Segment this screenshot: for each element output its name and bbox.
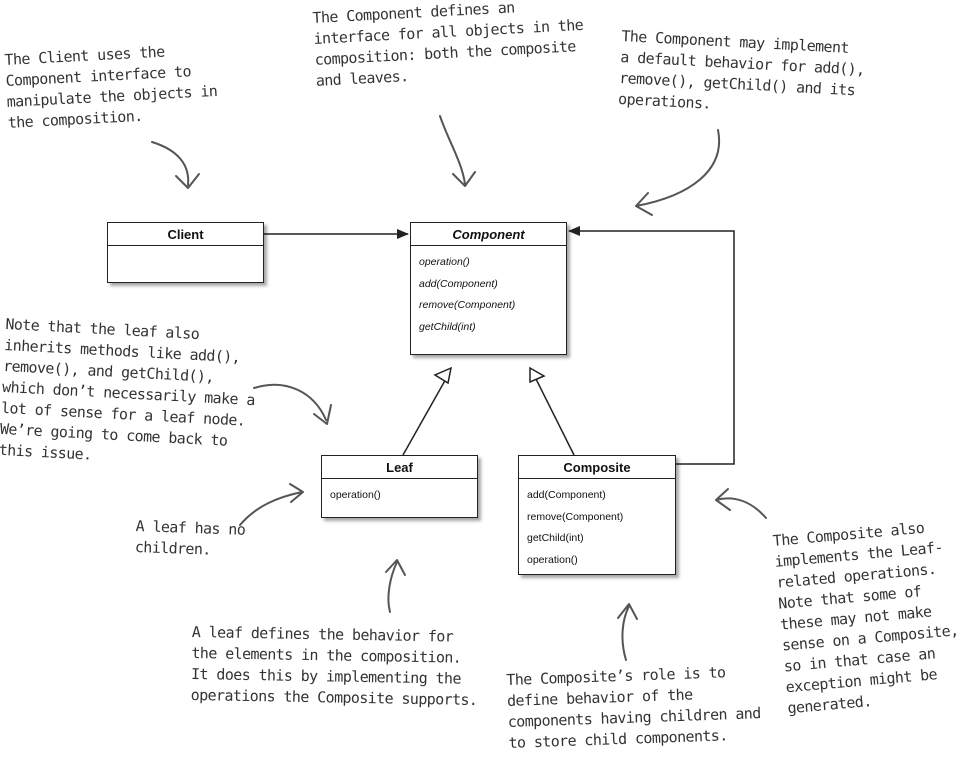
component-operation: remove(Component) xyxy=(419,299,516,311)
composite-operation: getChild(int) xyxy=(527,532,584,544)
leaf-children-note-arrow xyxy=(239,483,304,526)
leaf-class-name: Leaf xyxy=(322,456,477,479)
component-class-name: Component xyxy=(411,223,566,246)
leaf-generalization-triangle xyxy=(433,366,453,385)
client-note: The Client uses the Component interface … xyxy=(4,42,218,132)
composite-operation: operation() xyxy=(527,553,578,566)
component-operation: operation() xyxy=(419,256,470,268)
component-operation: add(Component) xyxy=(419,277,498,290)
composite-class-box: Composite add(Component) remove(Componen… xyxy=(518,455,676,575)
default-behavior-note: The Component may implement a default be… xyxy=(617,26,866,113)
composite-operations: add(Component) remove(Component) getChil… xyxy=(519,479,675,575)
composite-children-association xyxy=(568,226,735,465)
composite-generalization-triangle xyxy=(529,366,546,384)
composite-leaf-ops-note-arrow xyxy=(715,488,767,519)
component-operations: operation() add(Component) remove(Compon… xyxy=(411,246,566,342)
composite-operation: remove(Component) xyxy=(527,510,624,523)
leaf-behavior-note-arrow xyxy=(385,559,406,613)
leaf-children-note: A leaf has no children. xyxy=(134,516,246,559)
client-class-box: Client xyxy=(107,222,264,283)
leaf-operations: operation() xyxy=(322,479,477,511)
composite-generalization-line xyxy=(534,376,575,456)
client-class-name: Client xyxy=(108,223,263,246)
default-behavior-note-arrow xyxy=(635,129,721,216)
composite-leaf-ops-note: The Composite also implements the Leaf- … xyxy=(772,518,960,718)
composite-role-note: The Composite’s role is to define behavi… xyxy=(506,663,761,752)
leaf-operation: operation() xyxy=(330,489,381,501)
client-note-arrow xyxy=(151,141,200,189)
composite-class-name: Composite xyxy=(519,456,675,479)
composite-role-note-arrow xyxy=(617,603,638,661)
leaf-class-box: Leaf operation() xyxy=(321,455,478,518)
component-class-box: Component operation() add(Component) rem… xyxy=(410,222,567,355)
component-note-arrow xyxy=(439,115,476,187)
leaf-generalization-line xyxy=(402,376,448,456)
leaf-inherits-note-arrow xyxy=(253,383,332,425)
leaf-behavior-note: A leaf defines the behavior for the elem… xyxy=(190,622,478,709)
composite-operation: add(Component) xyxy=(527,489,606,501)
leaf-inherits-note: Note that the leaf also inherits methods… xyxy=(0,314,256,464)
component-operation: getChild(int) xyxy=(419,320,476,333)
component-note: The Component defines an interface for a… xyxy=(312,0,584,90)
